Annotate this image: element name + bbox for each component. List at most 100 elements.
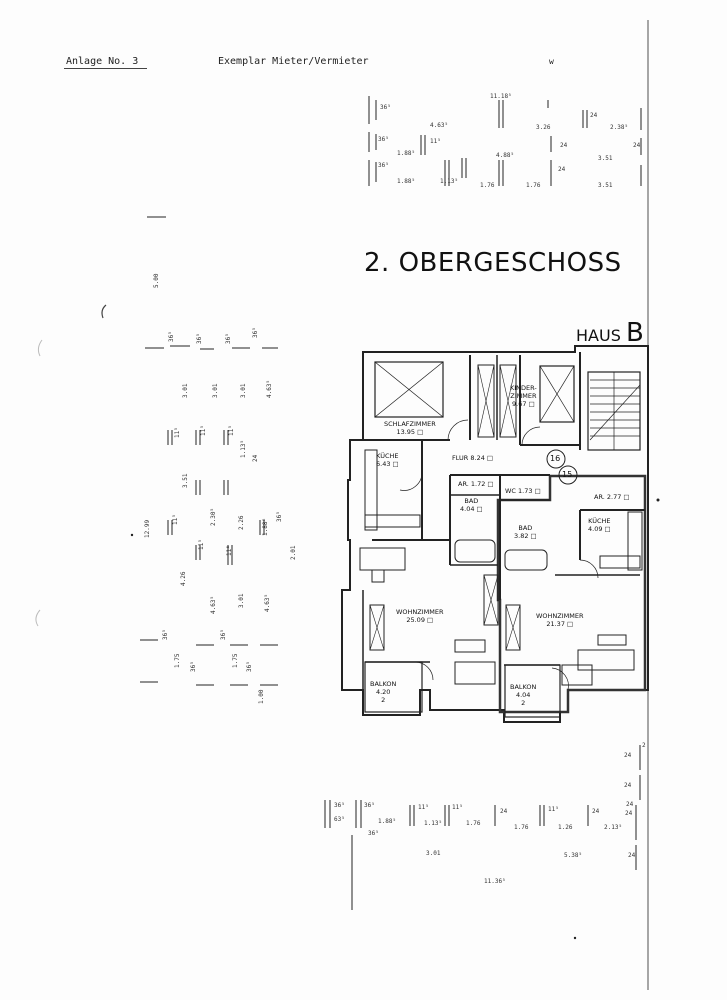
dim-label: 36⁵ xyxy=(276,511,283,522)
room-area: 3.82 □ xyxy=(514,532,537,540)
room-area: 4.04 □ xyxy=(460,505,483,513)
room-area: 1.73 □ xyxy=(518,487,541,495)
dim-label: 11⁵ xyxy=(228,425,235,436)
dim-label: 36⁵ xyxy=(378,136,389,143)
corner-mark: w xyxy=(549,57,554,66)
dim-label: 3.01 xyxy=(182,383,189,398)
room-area: 9.67 □ xyxy=(512,400,535,408)
room-name: KÜCHE xyxy=(376,452,399,460)
dim-label: 63⁵ xyxy=(334,816,345,823)
dim-label: 3.01 xyxy=(426,850,441,857)
dim-label: 1.76 xyxy=(466,820,481,827)
copy-label: Exemplar Mieter/Vermieter xyxy=(218,56,369,67)
dim-label: 3.26 xyxy=(536,124,551,131)
dim-label: 2.13⁵ xyxy=(604,824,623,831)
room-name: KINDER- xyxy=(510,384,537,392)
dim-label: 1.75 xyxy=(174,653,181,668)
dim-label: 3.51 xyxy=(598,155,613,162)
room-name: SCHLAFZIMMER xyxy=(384,420,436,428)
house-prefix: HAUS xyxy=(576,326,621,345)
dim-label: 11.18⁵ xyxy=(490,93,512,100)
dim-label: 1.76 xyxy=(514,824,529,831)
room-sub: 2 xyxy=(521,699,526,707)
dim-label: 24 xyxy=(624,752,632,759)
dim-label: 36⁵ xyxy=(162,629,169,640)
dim-label: 24 xyxy=(628,852,636,859)
room-area: 1.72 □ xyxy=(470,480,494,488)
dim-label: 2 xyxy=(642,742,646,749)
dim-label: 1.75 xyxy=(232,653,239,668)
dim-label: 36⁵ xyxy=(220,629,227,640)
room-wc: WC 1.73 □ xyxy=(505,487,541,495)
dim-label: 1.26 xyxy=(558,824,573,831)
dim-label: 36⁵ xyxy=(246,661,253,672)
dim-label: 3.01 xyxy=(240,383,247,398)
dim-label: 5.00 xyxy=(153,273,160,288)
dim-label: 24 xyxy=(590,112,598,119)
dim-label: 11⁵ xyxy=(226,545,233,556)
dim-label: 11⁵ xyxy=(200,425,207,436)
dim-label: 36⁵ xyxy=(196,333,203,344)
room-kids: KINDER- ZIMMER 9.67 □ xyxy=(510,384,537,408)
room-area: 25.09 □ xyxy=(406,616,434,624)
dim-label: 1.00 xyxy=(258,689,265,704)
room-living-15: WOHNZIMMER 21.37 □ xyxy=(536,612,584,628)
dim-label: 1.76 xyxy=(480,182,495,189)
dim-label: 36⁵ xyxy=(378,162,389,169)
dim-label: 36⁵ xyxy=(368,830,379,837)
dim-label: 2.38⁵ xyxy=(610,124,629,131)
dim-label: 11⁵ xyxy=(418,804,429,811)
room-area: 6.43 □ xyxy=(376,460,399,468)
dim-label: 24 xyxy=(592,808,600,815)
dim-label: 2.30⁵ xyxy=(210,507,217,526)
room-name: BALKON xyxy=(370,680,397,688)
dim-label: 36⁵ xyxy=(380,104,391,111)
dim-label: 12.99 xyxy=(144,519,151,538)
dim-label: 11⁵ xyxy=(172,514,179,525)
dim-label: 11⁵ xyxy=(548,806,559,813)
dim-label: 4.88⁵ xyxy=(496,152,515,159)
unit-number-15: 15 xyxy=(562,470,573,479)
room-name: WOHNZIMMER xyxy=(396,608,444,616)
room-name: WC xyxy=(505,487,516,495)
dim-label: 5.38⁵ xyxy=(564,852,583,859)
dim-label: 2.01 xyxy=(290,545,297,560)
dim-label: 24 xyxy=(500,808,508,815)
dim-label: 36⁵ xyxy=(225,333,232,344)
room-name: KÜCHE xyxy=(588,517,611,525)
dim-label: 4.63⁵ xyxy=(266,379,273,398)
dim-label: 24 xyxy=(252,454,259,462)
room-bath-15: BAD 3.82 □ xyxy=(514,524,537,540)
dim-label: 24 xyxy=(558,166,566,173)
room-area: 21.37 □ xyxy=(546,620,574,628)
dim-label: 36⁵ xyxy=(364,802,375,809)
dim-label: 1.13⁵ xyxy=(240,439,247,458)
room-area: 4.20 xyxy=(375,688,391,696)
room-kitchen-16: KÜCHE 6.43 □ xyxy=(376,452,399,468)
dim-label: 4.63⁵ xyxy=(430,122,449,129)
dim-label: 24 xyxy=(560,142,568,149)
room-area: 4.04 xyxy=(515,691,531,699)
room-storage-16: AR. 1.72 □ xyxy=(458,480,494,488)
room-balcony-16: BALKON 4.20 2 xyxy=(370,680,396,704)
room-sub: 2 xyxy=(381,696,386,704)
dim-label: 24 xyxy=(633,142,641,149)
dim-label: 3.01 xyxy=(212,383,219,398)
room-name: BAD xyxy=(518,524,533,532)
room-name: WOHNZIMMER xyxy=(536,612,584,620)
dim-label: 36⁵ xyxy=(190,661,197,672)
dim-label: 1.88⁵ xyxy=(262,517,269,536)
room-bath-16: BAD 4.04 □ xyxy=(460,497,483,513)
room-storage-15: AR. 2.77 □ xyxy=(594,493,630,501)
annex-underline xyxy=(64,68,147,69)
dim-label: 11.36⁵ xyxy=(484,878,506,885)
unit-number-16: 16 xyxy=(550,454,561,463)
room-area: 8.24 □ xyxy=(470,454,494,462)
dim-label: 3.51 xyxy=(182,473,189,488)
dim-label: 1.13⁵ xyxy=(440,178,459,185)
annex-label: Anlage No. 3 xyxy=(66,56,139,67)
dim-label: 4.26 xyxy=(180,571,187,586)
room-area: 4.09 □ xyxy=(588,525,611,533)
dim-label: 11⁵ xyxy=(430,138,441,145)
